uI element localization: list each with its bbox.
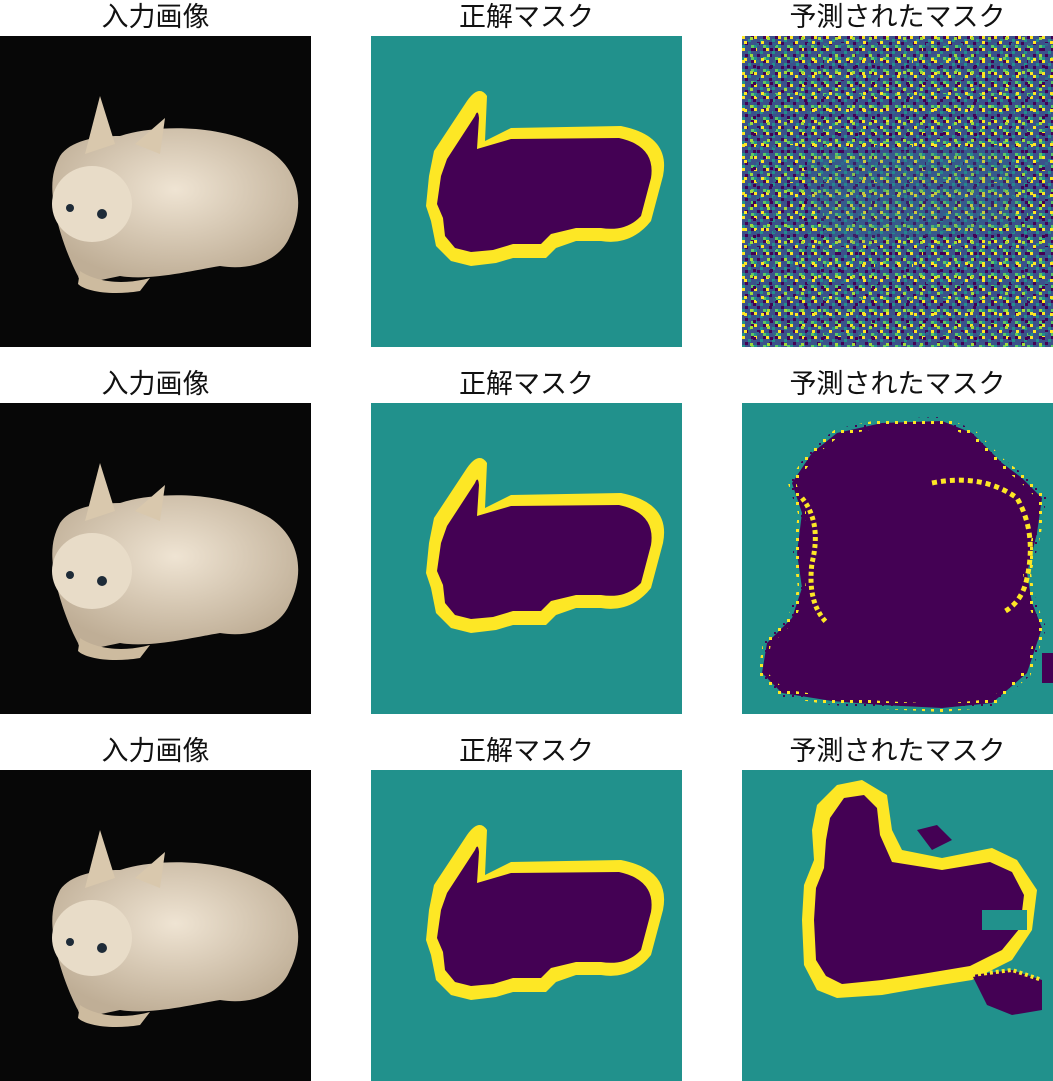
- truth-mask: [371, 770, 682, 1081]
- predicted-mask-title: 予測されたマスク: [789, 2, 1006, 33]
- predicted-mask-panel-noise: [742, 36, 1053, 347]
- predicted-mask-refined: [742, 770, 1053, 1081]
- input-image-title: 入力画像: [101, 369, 210, 400]
- predicted-mask-blob: [742, 403, 1053, 714]
- truth-mask: [371, 403, 682, 714]
- cat-photo: [0, 770, 311, 1081]
- truth-mask-panel: [371, 36, 682, 347]
- cat-photo: [0, 403, 311, 714]
- cat-photo: [0, 36, 311, 347]
- input-image-panel: [0, 403, 311, 714]
- truth-mask: [371, 36, 682, 347]
- predicted-mask-title: 予測されたマスク: [789, 369, 1006, 400]
- input-image-title: 入力画像: [101, 736, 210, 767]
- predicted-mask-noise: [742, 36, 1053, 347]
- predicted-mask-panel-blob: [742, 403, 1053, 714]
- predicted-mask-panel-refined: [742, 770, 1053, 1081]
- truth-mask-panel: [371, 770, 682, 1081]
- truth-mask-title: 正解マスク: [459, 736, 594, 767]
- truth-mask-panel: [371, 403, 682, 714]
- truth-mask-title: 正解マスク: [459, 2, 594, 33]
- input-image-panel: [0, 770, 311, 1081]
- truth-mask-title: 正解マスク: [459, 369, 594, 400]
- input-image-title: 入力画像: [101, 2, 210, 33]
- predicted-mask-title: 予測されたマスク: [789, 736, 1006, 767]
- input-image-panel: [0, 36, 311, 347]
